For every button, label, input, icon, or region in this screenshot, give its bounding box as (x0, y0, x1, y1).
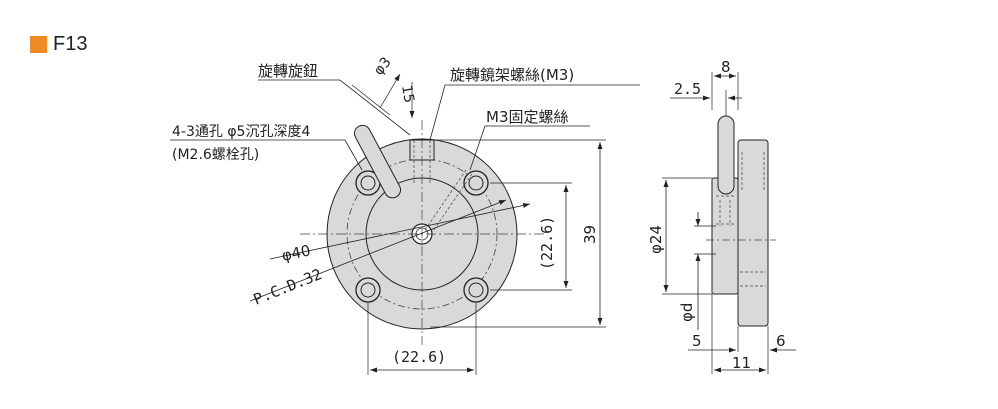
holes-note-line2: (M2.6螺栓孔) (172, 147, 259, 163)
side-knob (717, 115, 735, 195)
side-boss (711, 177, 739, 295)
pcd-circle (346, 158, 498, 310)
fixing-screw-label: M3固定螺絲 (486, 108, 569, 126)
dim-phi3: φ3 (371, 54, 395, 78)
dim-phi-d: φd (678, 303, 696, 322)
figure-header: F13 (30, 33, 87, 56)
orange-square-icon (30, 36, 47, 53)
dim-11: 11 (732, 354, 751, 372)
figure-code: F13 (53, 33, 88, 55)
dim-vertical-22-6: (22.6) (538, 216, 556, 270)
rotation-knob (353, 124, 402, 199)
dim-6: 6 (776, 332, 786, 350)
dim-phi40: φ40 (280, 241, 312, 265)
holes-note-line1: 4-3通孔 φ5沉孔深度4 (172, 124, 310, 140)
dim-2-5: 2.5 (674, 80, 701, 98)
dim-pcd: P.C.D.32 (251, 265, 325, 309)
mounting-hole (355, 277, 381, 303)
dim-8: 8 (721, 58, 731, 76)
mounting-hole (463, 277, 489, 303)
knob-label: 旋轉旋鈕 (258, 62, 318, 80)
dim-39: 39 (581, 225, 599, 244)
mounting-hole (463, 170, 489, 196)
side-view: 8 2.5 φ24 φd 5 6 11 (647, 58, 796, 374)
dim-15: 15 (398, 84, 417, 104)
side-flange (737, 139, 769, 327)
dim-5: 5 (692, 332, 702, 350)
dim-phi24: φ24 (647, 225, 665, 254)
mirror-screw-label: 旋轉鏡架螺絲(M3) (450, 66, 574, 84)
dim-horizontal-22-6: (22.6) (392, 348, 446, 366)
front-view: 旋轉旋鈕 φ3 15 旋轉鏡架螺絲(M3) M3固定螺絲 4-3通孔 φ5沉孔深… (170, 54, 640, 375)
